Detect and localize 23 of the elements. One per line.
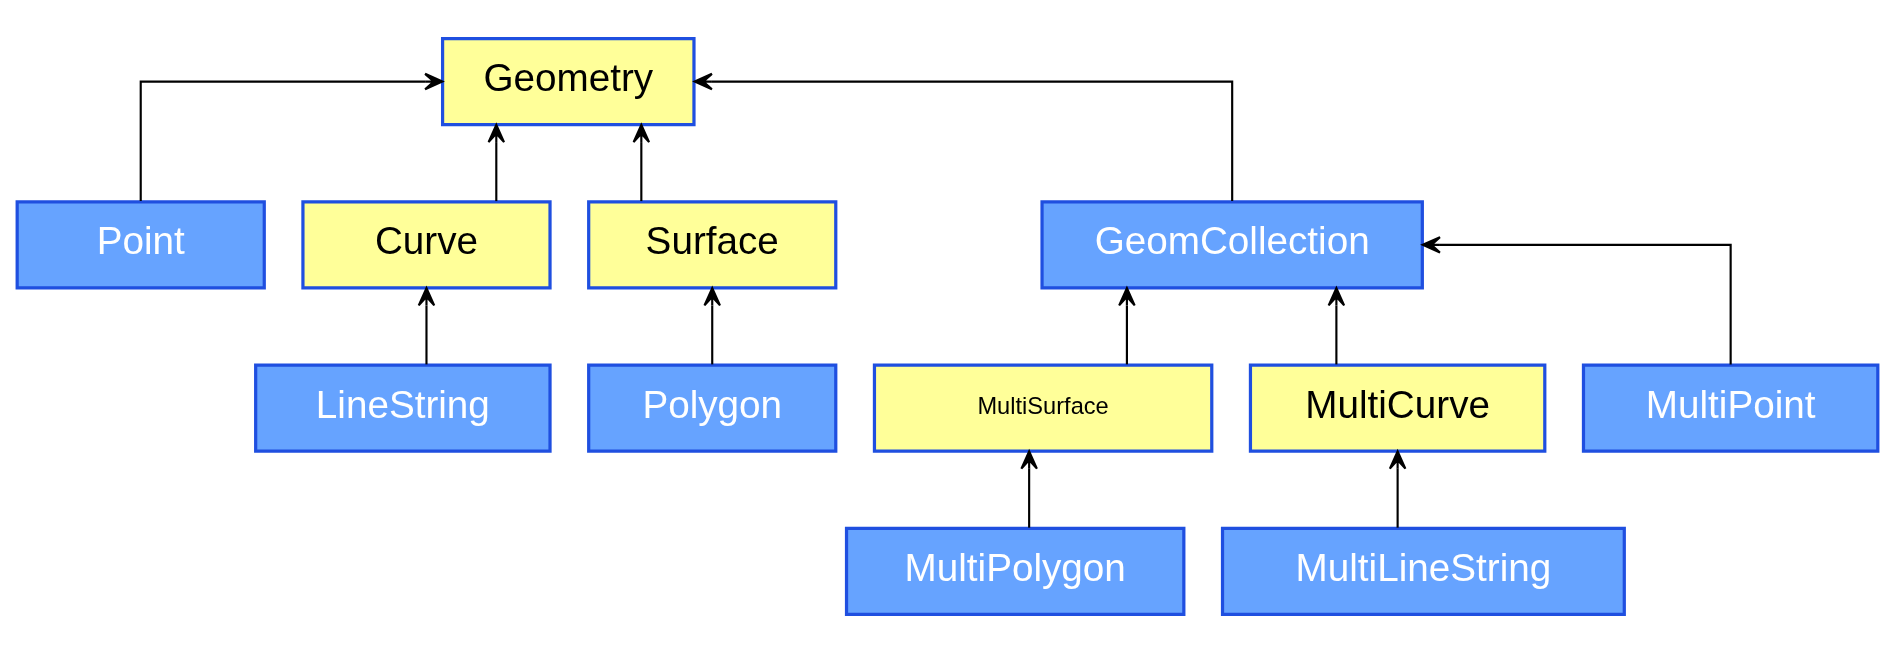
node-box: Curve: [301, 199, 552, 289]
node-box: Geometry: [440, 36, 696, 126]
node-box: Polygon: [587, 363, 838, 453]
node-box: Point: [15, 199, 266, 289]
node-box: GeomCollection: [1040, 199, 1424, 289]
arrow: [703, 286, 722, 364]
arrow: [1020, 449, 1038, 528]
node-box: MultiSurface: [872, 363, 1214, 453]
node-box: MultiPoint: [1581, 363, 1880, 453]
arrow: [139, 72, 444, 201]
node-box: LineString: [254, 363, 552, 453]
arrow: [1118, 286, 1136, 364]
arrow: [1327, 286, 1346, 364]
node-box: MultiCurve: [1248, 363, 1547, 453]
node-box: MultiLineString: [1220, 526, 1626, 616]
arrow: [417, 286, 436, 364]
arrow: [693, 72, 1234, 201]
node-box: Surface: [587, 199, 838, 289]
arrow: [487, 123, 506, 201]
arrow: [1388, 449, 1407, 528]
node-box: MultiPolygon: [844, 526, 1186, 616]
arrow: [1421, 235, 1732, 364]
arrow: [632, 123, 651, 201]
